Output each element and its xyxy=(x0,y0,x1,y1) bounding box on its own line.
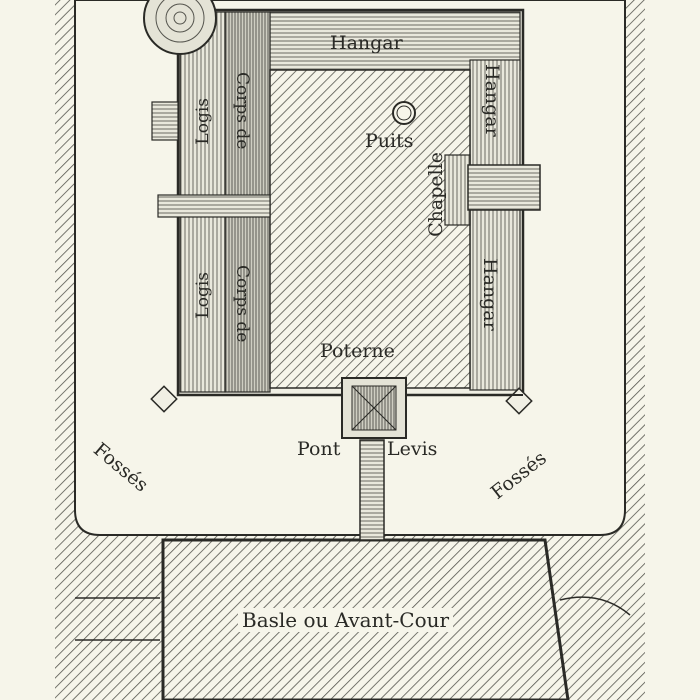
round-tower xyxy=(143,0,217,55)
well-icon xyxy=(392,101,416,125)
chapel xyxy=(444,154,471,226)
courtyard xyxy=(269,69,471,389)
drawbridge xyxy=(359,439,385,541)
label-logis-2: Logis xyxy=(193,272,213,319)
label-hangar-right-lower: Hangar xyxy=(479,258,501,331)
label-levis: Levis xyxy=(387,438,438,460)
label-poterne: Poterne xyxy=(320,340,395,362)
label-pont: Pont xyxy=(297,438,341,460)
label-logis-1: Logis xyxy=(193,98,213,145)
label-chapelle: Chapelle xyxy=(425,152,447,237)
label-corps-de-1: Corps de xyxy=(232,72,252,150)
label-hangar-top: Hangar xyxy=(330,32,403,54)
label-puits: Puits xyxy=(365,130,414,152)
label-basse-cour: Basle ou Avant-Cour xyxy=(238,608,454,632)
label-hangar-right-upper: Hangar xyxy=(481,64,503,137)
label-corps-de-2: Corps de xyxy=(232,265,252,343)
